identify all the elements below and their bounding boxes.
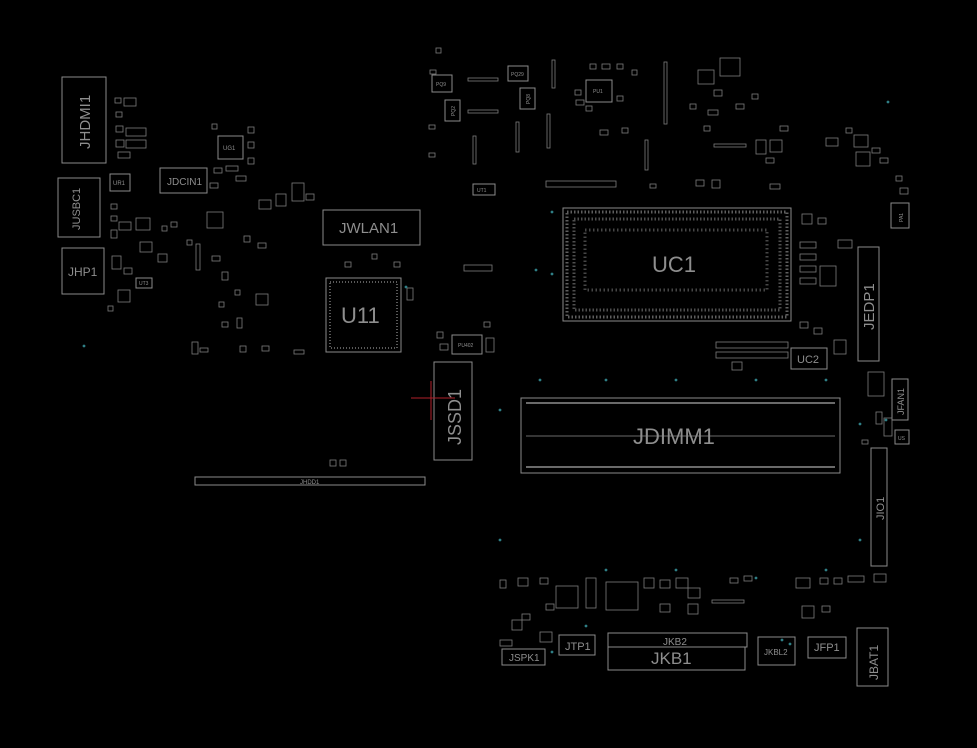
component-uc2[interactable]: UC2: [790, 347, 828, 370]
passive-components: [107, 47, 909, 647]
component-u11[interactable]: U11: [325, 277, 402, 353]
label-jkbl2: JKBL2: [764, 648, 788, 657]
label-jkb2: JKB2: [663, 637, 687, 648]
component-jio1[interactable]: JIO1: [870, 447, 888, 567]
label-ut1: UT1: [477, 188, 487, 194]
component-uc1[interactable]: UC1: [562, 207, 792, 322]
label-jio1: JIO1: [875, 497, 887, 520]
label-jdimm1: JDIMM1: [633, 424, 715, 449]
label-jfan1: JFAN1: [896, 388, 906, 415]
component-jfan1[interactable]: JFAN1: [891, 378, 909, 421]
component-jbat1[interactable]: JBAT1: [856, 627, 889, 687]
component-jspk1[interactable]: JSPK1: [501, 648, 546, 666]
label-jkb1: JKB1: [651, 649, 692, 668]
component-jfp1[interactable]: JFP1: [807, 636, 847, 659]
component-jssd1[interactable]: JSSD1: [411, 361, 473, 461]
label-pu1: PU1: [593, 89, 603, 95]
component-pa1[interactable]: PA1: [890, 202, 910, 229]
label-jhp1: JHP1: [68, 265, 98, 279]
component-ut1[interactable]: UT1: [472, 183, 496, 196]
component-ur1[interactable]: UR1: [109, 173, 131, 192]
label-u11: U11: [341, 303, 380, 328]
component-jwlan1[interactable]: JWLAN1: [322, 209, 421, 246]
label-jwlan1: JWLAN1: [339, 220, 398, 237]
component-pu402[interactable]: PU402: [451, 334, 483, 355]
label-uc1: UC1: [652, 252, 696, 277]
label-uc2: UC2: [797, 354, 819, 366]
component-jdimm1[interactable]: JDIMM1: [520, 397, 841, 474]
label-jdcin1: JDCIN1: [167, 177, 202, 188]
label-ut3: UT3: [139, 281, 149, 287]
component-jkb1[interactable]: JKB1: [607, 646, 746, 671]
component-pq9[interactable]: PQ9: [431, 74, 453, 93]
component-pq29[interactable]: PQ29: [507, 65, 529, 82]
component-pq2[interactable]: PQ2: [444, 99, 461, 122]
component-us[interactable]: US: [894, 429, 910, 445]
label-pq9: PQ9: [436, 82, 446, 88]
test-points: [82, 100, 890, 654]
component-jedp1[interactable]: JEDP1: [857, 246, 880, 362]
label-jhdmi1: JHDMI1: [77, 95, 94, 149]
label-jspk1: JSPK1: [509, 653, 540, 664]
label-ur1: UR1: [113, 181, 126, 187]
label-pq29: PQ29: [511, 72, 524, 78]
label-pu402: PU402: [458, 343, 474, 349]
label-ug1: UG1: [223, 146, 236, 152]
component-ut3[interactable]: UT3: [135, 277, 153, 289]
component-jtp1[interactable]: JTP1: [558, 634, 596, 656]
label-jbat1: JBAT1: [867, 645, 881, 680]
component-jhdmi1[interactable]: JHDMI1: [61, 76, 107, 164]
label-us: US: [898, 436, 906, 442]
component-jusbc1[interactable]: JUSBC1: [57, 177, 101, 238]
component-pq8[interactable]: PQ8: [519, 87, 536, 110]
label-jusbc1: JUSBC1: [71, 188, 83, 230]
label-jfp1: JFP1: [814, 642, 840, 654]
component-jhdd1[interactable]: JHDD1: [194, 476, 426, 486]
component-pu1[interactable]: PU1: [585, 79, 613, 103]
label-pq8: PQ8: [526, 94, 532, 104]
component-jhp1[interactable]: JHP1: [61, 247, 105, 295]
component-jkbl2[interactable]: JKBL2: [757, 636, 796, 666]
component-jdcin1[interactable]: JDCIN1: [159, 167, 208, 194]
label-pa1: PA1: [899, 213, 905, 222]
label-jssd1: JSSD1: [445, 389, 465, 445]
label-jedp1: JEDP1: [861, 283, 878, 330]
component-ug1[interactable]: UG1: [217, 135, 244, 160]
component-jkb2[interactable]: JKB2: [607, 632, 748, 648]
label-jhdd1: JHDD1: [300, 480, 320, 486]
label-pq2: PQ2: [451, 106, 457, 116]
label-jtp1: JTP1: [565, 641, 591, 653]
